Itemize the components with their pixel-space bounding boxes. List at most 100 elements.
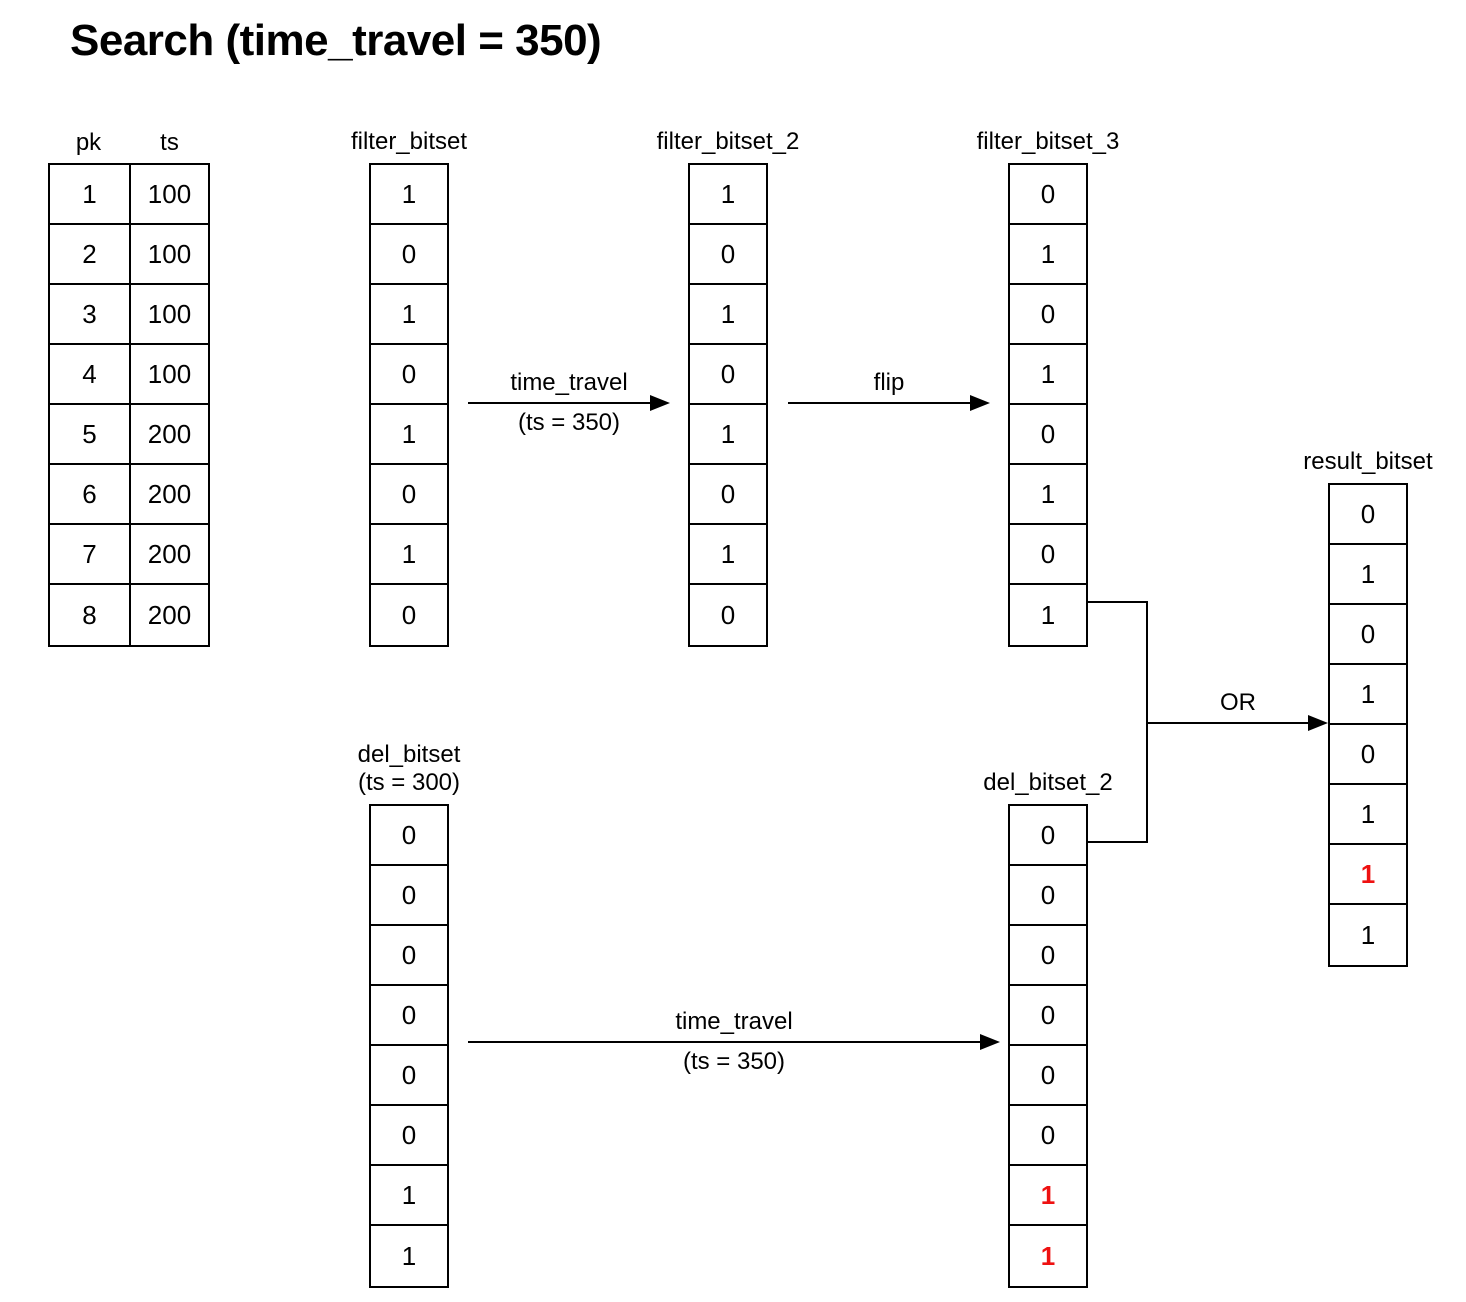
bit-value: 0	[720, 358, 736, 389]
pk-cell: 8	[50, 585, 131, 645]
time-travel-top-arrow: time_travel (ts = 350)	[468, 369, 670, 436]
table-row: 8 200	[50, 585, 208, 645]
flip-arrow: flip	[788, 369, 990, 411]
bit-value: 1	[720, 538, 736, 569]
bit-cell: 1	[690, 285, 766, 345]
time-travel-bottom-arrow-sublabel: (ts = 350)	[682, 1048, 786, 1075]
bit-cell: 1	[1010, 225, 1086, 285]
bit-cell: 1	[371, 405, 447, 465]
bit-value: 0	[1040, 879, 1056, 910]
bit-cell: 0	[371, 866, 447, 926]
arrow-line	[1148, 722, 1312, 724]
bit-cell: 0	[1010, 405, 1086, 465]
time-travel-bottom-arrow-label: time_travel	[675, 1008, 793, 1035]
bit-value: 1	[720, 178, 736, 209]
bit-value: 1	[1040, 1179, 1056, 1210]
filter-bitset-2-label: filter_bitset_2	[656, 128, 800, 155]
bit-cell: 0	[371, 986, 447, 1046]
bit-cell: 0	[1010, 986, 1086, 1046]
arrow-head-icon	[1308, 715, 1328, 731]
bit-cell: 0	[1010, 525, 1086, 585]
bit-cell: 0	[371, 1046, 447, 1106]
bit-value: 1	[1360, 858, 1376, 889]
bit-cell: 0	[690, 225, 766, 285]
bit-value: 1	[720, 298, 736, 329]
bit-cell: 0	[690, 345, 766, 405]
pk-cell: 5	[50, 405, 131, 463]
bit-value: 0	[720, 478, 736, 509]
bit-cell: 1	[1010, 1166, 1086, 1226]
arrow-head-icon	[980, 1034, 1000, 1050]
bit-value: 0	[1040, 999, 1056, 1030]
table-row: 1 100	[50, 165, 208, 225]
ts-cell: 200	[147, 418, 192, 449]
or-connector-top-segment	[1088, 601, 1148, 603]
bit-cell: 0	[371, 806, 447, 866]
bit-cell: 0	[371, 926, 447, 986]
ts-cell: 100	[147, 238, 192, 269]
bit-value: 0	[720, 599, 736, 630]
ts-cell: 200	[147, 599, 192, 630]
bit-cell: 0	[1330, 485, 1406, 545]
bit-cell: 0	[371, 465, 447, 525]
bit-cell: 0	[1010, 1106, 1086, 1166]
time-travel-top-arrow-sublabel: (ts = 350)	[517, 409, 621, 436]
filter-bitset-label: filter_bitset	[350, 128, 468, 155]
bit-value: 0	[401, 1059, 417, 1090]
del-bitset-label: del_bitset (ts = 300)	[358, 741, 461, 797]
table-row: 7 200	[50, 525, 208, 585]
pk-ts-table-header: pk ts	[48, 129, 210, 157]
bit-cell: 0	[690, 585, 766, 645]
bit-value: 1	[1040, 599, 1056, 630]
time-travel-top-arrow-label: time_travel	[510, 369, 628, 396]
bit-value: 0	[1360, 618, 1376, 649]
bit-cell: 0	[1010, 866, 1086, 926]
bit-value: 0	[401, 819, 417, 850]
pk-cell: 6	[50, 465, 131, 523]
ts-cell: 200	[147, 478, 192, 509]
pk-cell: 2	[50, 225, 131, 283]
pk-cell: 3	[50, 285, 131, 343]
bit-value: 1	[1360, 798, 1376, 829]
bit-cell: 1	[1330, 785, 1406, 845]
table-row: 5 200	[50, 405, 208, 465]
ts-column-header: ts	[160, 129, 179, 156]
filter-bitset-3-label: filter_bitset_3	[976, 128, 1120, 155]
or-arrow: OR	[1148, 689, 1328, 731]
bit-value: 0	[401, 879, 417, 910]
or-connector-vertical-segment	[1146, 601, 1148, 843]
bit-cell: 0	[1010, 926, 1086, 986]
bit-cell: 1	[371, 285, 447, 345]
bit-cell: 1	[690, 165, 766, 225]
bit-value: 0	[401, 478, 417, 509]
bit-value: 0	[401, 599, 417, 630]
ts-cell: 100	[147, 298, 192, 329]
bit-value: 1	[1040, 478, 1056, 509]
bit-cell: 1	[1010, 1226, 1086, 1286]
del-bitset-label-line2: (ts = 300)	[357, 769, 461, 796]
table-row: 3 100	[50, 285, 208, 345]
bit-value: 0	[401, 939, 417, 970]
table-row: 4 100	[50, 345, 208, 405]
bit-cell: 0	[1010, 165, 1086, 225]
bit-cell: 1	[690, 525, 766, 585]
flip-arrow-label: flip	[873, 369, 905, 396]
table-row: 6 200	[50, 465, 208, 525]
bit-cell: 0	[371, 1106, 447, 1166]
bit-cell: 0	[1330, 725, 1406, 785]
bit-cell: 1	[371, 525, 447, 585]
bit-cell: 1	[1330, 905, 1406, 965]
bit-cell: 1	[1010, 585, 1086, 645]
table-row: 2 100	[50, 225, 208, 285]
ts-cell: 100	[147, 358, 192, 389]
pk-column-header: pk	[75, 129, 102, 156]
bit-cell: 1	[1330, 545, 1406, 605]
ts-cell: 200	[147, 538, 192, 569]
